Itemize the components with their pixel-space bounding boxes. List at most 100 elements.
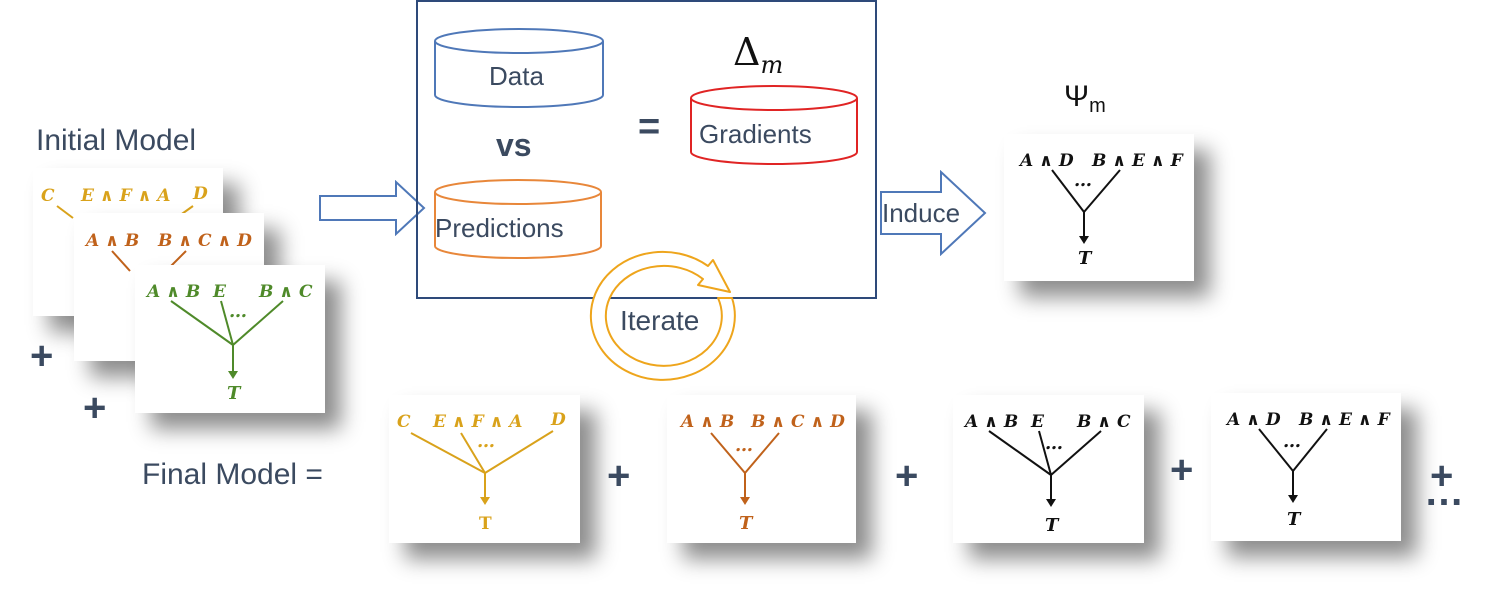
final-tree-card-black-1: A ∧ B E B ∧ C … T (953, 395, 1144, 543)
psi-m-symbol: Ψm (1064, 80, 1106, 117)
initial-plus-2: + (83, 386, 107, 430)
equals-sign: = (638, 106, 661, 148)
induce-block-arrow (880, 170, 987, 256)
final-gold-right-node: D (550, 410, 566, 430)
initial-model-label: Initial Model (36, 124, 197, 157)
data-store: Data (433, 27, 605, 109)
final-black1-edge (1038, 430, 1052, 476)
vs-label: vs (496, 127, 532, 163)
final-black1-right-node: B ∧ C (1076, 412, 1131, 432)
induce-label: Induce (882, 198, 961, 228)
final-black1-target: T (1045, 515, 1060, 536)
tree-green-dots: … (229, 301, 247, 322)
tree-induced: A ∧ D B ∧ E ∧ F … T (1018, 151, 1185, 269)
final-plus-2: + (895, 454, 919, 498)
block-arrow-to-comparison (319, 180, 426, 236)
final-black1-arrowhead (1046, 499, 1056, 507)
predictions-store: Predictions (433, 178, 603, 260)
initial-plus-1: + (30, 334, 54, 378)
tree-green-left-node: A ∧ B (145, 282, 200, 302)
final-black2-edge (1292, 428, 1328, 472)
final-brown-arrowhead (740, 497, 750, 505)
tree-brown-left-node: A ∧ B (84, 231, 139, 251)
tree-green-arrowhead (228, 371, 238, 379)
tree-green-right-node: B ∧ C (258, 282, 313, 302)
final-gold-target: T (479, 514, 492, 534)
final-tree-brown: A ∧ B B ∧ C ∧ D … T (679, 412, 845, 534)
initial-tree-card-green: A ∧ B E B ∧ C … T (135, 265, 325, 413)
tree-induced-edge (1083, 169, 1121, 213)
tree-green: A ∧ B E B ∧ C … T (145, 282, 313, 404)
tree-brown-mid-node: B ∧ C ∧ D (157, 231, 252, 251)
final-black2-target: T (1287, 509, 1302, 530)
final-black2-edge (1258, 428, 1294, 472)
final-brown-edge (710, 432, 746, 474)
final-brown-left-node: A ∧ B (679, 412, 734, 432)
predictions-cylinder-icon (434, 179, 602, 259)
tree-green-target: T (227, 383, 242, 404)
iterate-cycle-arrow (589, 250, 736, 381)
tree-gold-right-node: D (192, 184, 208, 204)
tree-green-edge (232, 300, 284, 346)
tree-gold-mid-node: E ∧ F ∧ A (80, 186, 171, 206)
tree-gold-partial: C E ∧ F ∧ A D (41, 184, 208, 219)
final-tree-black-1: A ∧ B E B ∧ C … T (963, 412, 1131, 536)
tree-induced-right-node: B ∧ E ∧ F (1091, 151, 1185, 171)
delta-glyph: Δ (733, 30, 761, 74)
final-black2-arrowhead (1288, 495, 1298, 503)
final-plus-4: + (1430, 454, 1454, 498)
tree-gold-edge (56, 205, 74, 219)
final-tree-card-gold: C E ∧ F ∧ A D … T (389, 395, 580, 543)
final-ellipsis: … (1424, 470, 1464, 514)
gradients-store: Gradients (689, 84, 859, 166)
final-gold-edge (410, 432, 486, 474)
tree-induced-target: T (1078, 248, 1093, 269)
final-gold-dots: … (477, 431, 495, 452)
final-gold-mid-node: E ∧ F ∧ A (432, 412, 523, 432)
final-gold-arrowhead (480, 497, 490, 505)
final-brown-edge (744, 432, 780, 474)
tree-brown-edge (111, 250, 131, 272)
final-black1-mid-node: E (1030, 412, 1045, 432)
final-black1-left-node: A ∧ B (963, 412, 1018, 432)
gradients-store-label: Gradients (699, 119, 812, 149)
final-tree-gold: C E ∧ F ∧ A D … T (397, 410, 566, 534)
tree-brown-partial: A ∧ B B ∧ C ∧ D … (84, 231, 252, 274)
final-brown-mid-node: B ∧ C ∧ D (750, 412, 845, 432)
iterate-label: Iterate (620, 305, 700, 336)
final-black2-left-node: A ∧ D (1225, 410, 1281, 430)
final-black1-edge (988, 430, 1052, 476)
comparison-frame (416, 0, 877, 299)
tree-gold-left-node: C (41, 186, 55, 206)
final-plus-1: + (607, 454, 631, 498)
data-cylinder-icon (434, 28, 604, 108)
final-brown-target: T (739, 513, 754, 534)
tree-green-edge (170, 300, 234, 346)
data-store-label: Data (489, 61, 544, 91)
final-tree-black-2: A ∧ D B ∧ E ∧ F … T (1225, 410, 1392, 530)
final-tree-card-brown: A ∧ B B ∧ C ∧ D … T (667, 395, 856, 543)
tree-induced-edge (1051, 169, 1085, 213)
gradients-cylinder-icon (690, 85, 858, 165)
tree-green-edge (220, 300, 234, 346)
final-model-label: Final Model = (142, 458, 323, 491)
final-tree-card-black-2: A ∧ D B ∧ E ∧ F … T (1211, 393, 1401, 541)
final-gold-edge (460, 432, 486, 474)
final-brown-dots: … (735, 435, 753, 456)
final-black2-dots: … (1283, 431, 1301, 452)
predictions-store-label: Predictions (435, 213, 564, 243)
delta-subscript: m (760, 51, 784, 79)
tree-green-mid-node: E (212, 282, 227, 302)
tree-induced-left-node: A ∧ D (1018, 151, 1074, 171)
final-black1-edge (1050, 430, 1102, 476)
psi-subscript: m (1089, 95, 1106, 117)
final-plus-3: + (1170, 448, 1194, 492)
final-black1-dots: … (1045, 433, 1063, 454)
final-black2-right-node: B ∧ E ∧ F (1298, 410, 1392, 430)
delta-m-symbol: Δm (733, 30, 783, 79)
final-gold-left-node: C (397, 412, 411, 432)
tree-induced-arrowhead (1079, 236, 1089, 244)
tree-induced-dots: … (1074, 170, 1092, 191)
induced-tree-card: A ∧ D B ∧ E ∧ F … T (1004, 134, 1194, 281)
final-gold-edge (484, 430, 554, 474)
